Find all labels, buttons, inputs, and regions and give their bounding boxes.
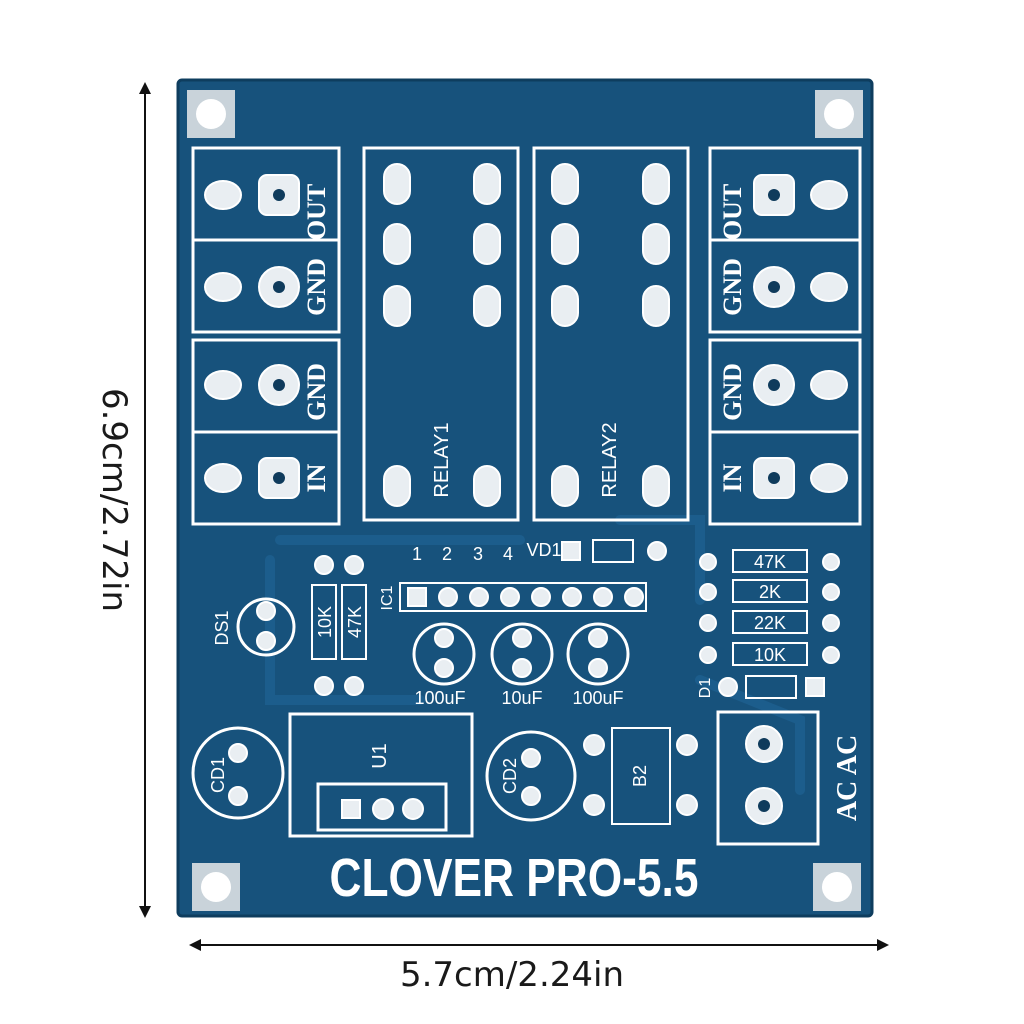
relay2-label: RELAY2 — [599, 422, 621, 497]
left-out-label: OUT — [302, 184, 331, 240]
cap-2-label: 10uF — [501, 688, 542, 708]
d1-diode-footprint: D1 — [697, 675, 825, 699]
cd2-capacitor-footprint: CD2 — [485, 730, 577, 822]
left-gnd-label-1: GND — [302, 258, 331, 316]
right-gnd-label-2: GND — [718, 363, 747, 421]
ds1-label: DS1 — [212, 610, 232, 645]
ac-label: AC AC — [832, 735, 863, 821]
board-title: CLOVER PRO-5.5 — [330, 848, 699, 908]
small-capacitors: 100uF 10uF 100uF — [412, 622, 630, 708]
mounting-hole-top-right — [815, 90, 863, 138]
resistor-right-1-label: 47K — [754, 552, 786, 572]
u1-regulator-footprint: U1 — [288, 712, 474, 838]
left-in-label: IN — [302, 463, 331, 492]
u1-label: U1 — [369, 743, 391, 769]
pcb-board: OUT GND GND IN OUT GND — [176, 78, 874, 918]
pin-number-4: 4 — [503, 544, 513, 564]
resistor-left-2-label: 47K — [345, 606, 365, 638]
left-terminal-block-output: OUT GND — [191, 146, 341, 334]
pin-number-labels: 1 2 3 4 VD1 — [412, 539, 667, 564]
resistor-right-4-label: 10K — [754, 645, 786, 665]
right-in-label: IN — [718, 463, 747, 492]
width-dimension-label: 5.7cm/2.24in — [400, 955, 624, 995]
relay1-label: RELAY1 — [431, 422, 453, 497]
cap-3-label: 100uF — [572, 688, 623, 708]
resistor-right-2-label: 2K — [759, 582, 781, 602]
cap-1-label: 100uF — [414, 688, 465, 708]
left-terminal-block-input: GND IN — [191, 338, 341, 526]
right-out-label: OUT — [718, 184, 747, 240]
height-dimension-label: 6.9cm/2.72in — [94, 388, 134, 612]
mounting-hole-top-left — [187, 90, 235, 138]
relay1-footprint: RELAY1 — [362, 146, 520, 522]
cd1-label: CD1 — [208, 757, 228, 793]
resistor-right-3-label: 22K — [754, 613, 786, 633]
mounting-hole-bottom-left — [192, 863, 240, 911]
b2-bridge-footprint: B2 — [583, 727, 698, 825]
cd2-label: CD2 — [500, 758, 520, 794]
ds1-led-footprint: DS1 — [212, 597, 296, 657]
ic1-header: IC1 — [379, 582, 647, 612]
right-terminal-block-input: GND IN — [708, 338, 862, 526]
pin-number-1: 1 — [412, 544, 422, 564]
mounting-hole-bottom-right — [813, 863, 861, 911]
left-gnd-label-2: GND — [302, 363, 331, 421]
right-resistors: 47K 2K 22K 10K — [699, 549, 840, 666]
b2-label: B2 — [630, 765, 650, 787]
cd1-capacitor-footprint: CD1 — [191, 726, 285, 820]
resistor-left-1-label: 10K — [315, 606, 335, 638]
left-resistors: 10K 47K — [311, 555, 367, 696]
right-terminal-block-output: OUT GND — [708, 146, 862, 334]
vd1-label: VD1 — [526, 540, 561, 560]
right-gnd-label-1: GND — [718, 258, 747, 316]
d1-label: D1 — [697, 678, 714, 699]
ic1-label: IC1 — [379, 585, 396, 610]
pin-number-2: 2 — [442, 544, 452, 564]
pin-number-3: 3 — [473, 544, 483, 564]
relay2-footprint: RELAY2 — [532, 146, 690, 522]
ac-terminal-block: AC AC — [716, 710, 863, 846]
